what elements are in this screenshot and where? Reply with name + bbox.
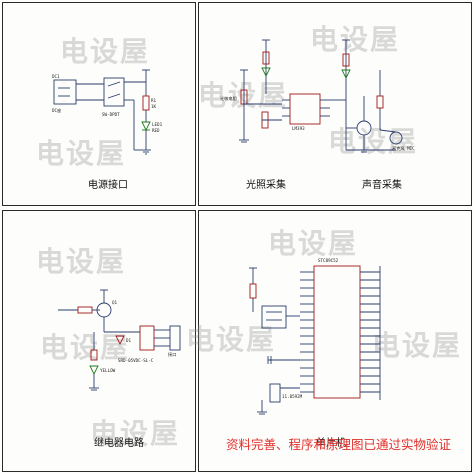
terminal-label: 接口 <box>168 351 176 358</box>
lm393-chip <box>289 93 321 125</box>
light-led-icon <box>261 67 271 78</box>
power-circuit: DC1 DC座 SW-DPDT R1 1K LED1 RED <box>52 69 163 155</box>
led-sub: RED <box>152 128 160 133</box>
mcu-chip <box>313 265 361 399</box>
led-ref: LED1 <box>152 122 163 127</box>
crystal-label: 11.0592M <box>282 394 303 399</box>
led-icon <box>141 121 151 132</box>
dc-jack-ref: DC1 <box>52 74 60 79</box>
relay-terminal <box>169 325 181 351</box>
resistor-value: 1K <box>151 104 157 109</box>
relay-part: SRD-05VDC-SL-C <box>118 358 154 363</box>
footer-note: 资料完善、程序和原理图已通过实物验证 <box>226 437 452 452</box>
yellow-led-label: YELLOW <box>100 368 116 373</box>
lm393-ref: LM393 <box>292 126 305 131</box>
crystal <box>269 383 281 403</box>
sound-transistor <box>356 120 372 136</box>
resistor-ref: R1 <box>151 98 157 103</box>
mic-label: 麦克风 MIC <box>392 145 415 152</box>
yellow-led-icon <box>89 365 99 376</box>
button-array <box>261 305 287 329</box>
mcu-circuit: STC89C52 <box>249 258 381 415</box>
mcu-left-pins <box>300 271 314 393</box>
power-panel-label: 电源接口 <box>88 180 128 191</box>
switch-ref: SW-DPDT <box>102 112 120 117</box>
diode-ref: D1 <box>126 338 132 343</box>
photo-resistor-label: 光敏电阻 <box>220 95 238 102</box>
dc-jack-sub: DC座 <box>52 107 61 114</box>
relay-panel-label: 继电器电路 <box>94 438 144 449</box>
sound-led-icon <box>341 69 351 80</box>
panel-mcu <box>198 210 472 472</box>
microphone <box>389 131 403 145</box>
dc-jack <box>53 79 77 105</box>
flyback-diode <box>115 335 125 346</box>
base-resistor <box>77 306 93 314</box>
resistor-r1 <box>142 95 150 111</box>
bias-resistor <box>376 95 384 109</box>
power-switch <box>103 77 125 107</box>
mcu-ref: STC89C52 <box>318 258 339 263</box>
light-sound-circuit: LM393 光敏电阻 <box>220 39 415 153</box>
relay-circuit: Q1 D1 接口 SRD-05VDC-SL-C YELLOW <box>58 289 181 391</box>
relay-coil <box>139 325 155 351</box>
panel-relay <box>2 210 196 472</box>
sound-panel-label: 声音采集 <box>362 180 402 191</box>
transistor-ref: Q1 <box>112 300 118 305</box>
light-panel-label: 光照采集 <box>246 180 286 191</box>
mcu-panel-label: 单片机 <box>316 438 346 449</box>
sound-resistor <box>342 53 350 67</box>
pullup-network <box>249 283 257 299</box>
panel-power <box>2 2 196 206</box>
relay-led-resistor <box>90 349 98 361</box>
pullup-resistor <box>262 51 270 65</box>
mcu-right-pins <box>360 271 380 393</box>
